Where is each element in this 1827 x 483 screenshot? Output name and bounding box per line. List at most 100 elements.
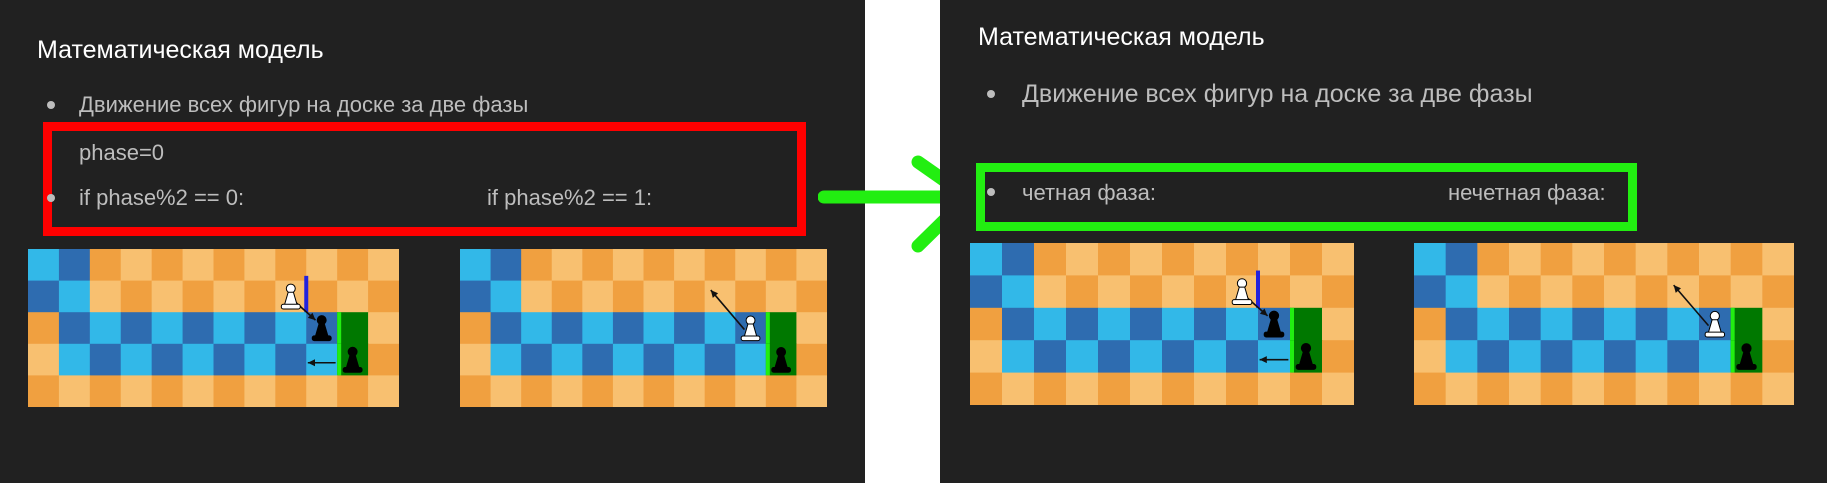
board-cell — [1322, 307, 1354, 341]
code-highlight-frame — [43, 122, 806, 236]
board-cell — [28, 343, 60, 376]
board-cell — [275, 312, 307, 345]
board-cell — [796, 249, 827, 282]
board-cell — [1162, 243, 1195, 276]
board-cell — [368, 375, 399, 407]
board-cell — [582, 375, 614, 407]
bullet-dot — [987, 90, 995, 98]
board-grid — [970, 243, 1354, 405]
board-cell — [612, 343, 644, 376]
board-grid — [460, 249, 827, 407]
board-cell — [1540, 340, 1573, 374]
board-cell — [460, 343, 492, 376]
board-cell — [120, 312, 153, 345]
board-cell — [1226, 372, 1259, 405]
even-phase-label: четная фаза: — [1022, 180, 1156, 205]
board-cell — [1762, 275, 1794, 309]
board-cell — [1477, 243, 1510, 276]
board-cell — [1445, 372, 1478, 405]
board-cell — [490, 280, 522, 313]
board-cell — [213, 343, 245, 376]
board-cell — [796, 280, 827, 313]
board-cell — [1667, 275, 1700, 309]
board-cell — [306, 375, 338, 407]
board-cell — [970, 275, 1003, 309]
board-cell — [275, 343, 307, 376]
board-cell — [521, 375, 553, 407]
board-cell — [1445, 307, 1478, 341]
slide-right: Математическая модель Движение всех фигу… — [940, 0, 1827, 483]
board-cell — [1635, 243, 1668, 276]
barrier-line — [304, 275, 309, 313]
code-even-condition: if phase%2 == 0: — [79, 185, 245, 210]
board-cell — [306, 280, 338, 313]
board-cell — [1604, 307, 1637, 341]
board-cell — [521, 343, 553, 376]
bullet-dot — [47, 101, 55, 109]
board-cell — [970, 307, 1003, 341]
board-cell — [1162, 275, 1195, 309]
board-cell — [1002, 275, 1035, 309]
board-cell — [1699, 243, 1732, 276]
board-cell — [120, 343, 153, 376]
board-cell — [1445, 340, 1478, 374]
board-cell — [551, 375, 583, 407]
board-cell — [1540, 372, 1573, 405]
slide-title: Математическая модель — [37, 36, 324, 64]
board-cell — [1762, 372, 1794, 405]
board-cell — [213, 249, 245, 282]
board-cell — [643, 280, 675, 313]
board-even-phase — [28, 249, 399, 407]
board-cell — [1130, 307, 1163, 341]
board-cell — [1290, 275, 1323, 309]
board-cell — [151, 375, 184, 407]
board-cell — [1098, 275, 1131, 309]
board-cell — [213, 375, 245, 407]
bullet-dot — [987, 188, 995, 196]
board-cell — [89, 375, 122, 407]
board-cell — [460, 280, 492, 313]
board-cell — [1445, 243, 1478, 276]
board-cell — [674, 375, 706, 407]
code-init-line: phase=0 — [79, 140, 165, 165]
board-cell — [490, 249, 522, 282]
board-cell — [337, 375, 369, 407]
board-cell — [1034, 307, 1067, 341]
slide-title: Математическая модель — [978, 23, 1265, 51]
board-cell — [1572, 243, 1605, 276]
board-cell — [1445, 275, 1478, 309]
board-cell — [1509, 372, 1542, 405]
board-cell — [704, 375, 736, 407]
target-edge — [1730, 307, 1735, 341]
odd-phase-label: нечетная фаза: — [1448, 180, 1606, 205]
board-cell — [1572, 275, 1605, 309]
board-cell — [1635, 372, 1668, 405]
board-cell — [275, 249, 307, 282]
left-move-arrow-icon — [1259, 356, 1289, 364]
board-cell — [1414, 275, 1447, 309]
black-pawn-icon — [311, 315, 332, 342]
board-cell — [674, 249, 706, 282]
board-cell — [1066, 275, 1099, 309]
board-cell — [182, 343, 214, 376]
board-cell — [612, 249, 644, 282]
board-cell — [337, 249, 369, 282]
board-cell — [1130, 243, 1163, 276]
board-cell — [244, 312, 276, 345]
board-cell — [1635, 275, 1668, 309]
board-cell — [368, 249, 399, 282]
board-cell — [551, 280, 583, 313]
board-cell — [1414, 307, 1447, 341]
board-cell — [1226, 340, 1259, 374]
board-cell — [612, 312, 644, 345]
board-cell — [490, 312, 522, 345]
board-cell — [1002, 243, 1035, 276]
bullet-text: Движение всех фигур на доске за две фазы — [79, 92, 529, 117]
board-grid — [1414, 243, 1794, 405]
board-cell — [1635, 307, 1668, 341]
target-edge — [1730, 340, 1735, 373]
board-cell — [89, 312, 122, 345]
board-cell — [460, 375, 492, 407]
target-cell — [1290, 307, 1323, 341]
board-cell — [1002, 340, 1035, 374]
